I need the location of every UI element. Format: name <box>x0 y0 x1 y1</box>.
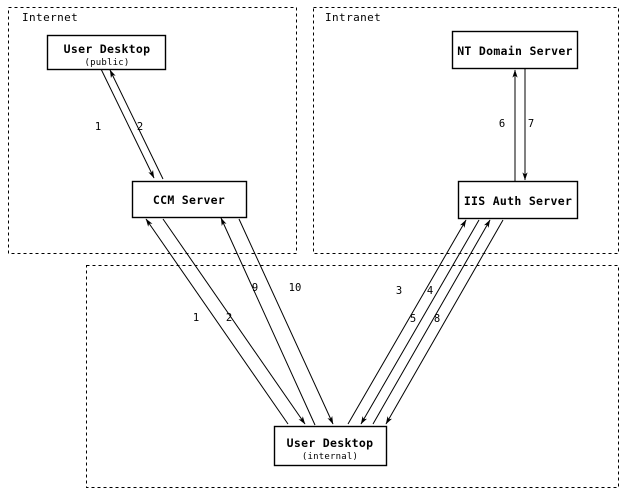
zone-intranet-boundary <box>313 7 619 254</box>
flow-line-2-internal <box>162 218 306 425</box>
flow-line-2-public <box>109 69 164 180</box>
step-label-3: 3 <box>396 285 402 297</box>
flow-line-3 <box>347 219 467 425</box>
node-label-iis-auth-server: IIS Auth Server <box>464 194 572 208</box>
flow-line-4 <box>360 219 480 425</box>
node-user-desktop-internal[interactable] <box>273 425 388 467</box>
flow-line-1-public <box>100 68 155 179</box>
node-ccm-server[interactable] <box>131 180 248 219</box>
step-label-2-internal: 2 <box>226 312 232 324</box>
node-iis-auth-server[interactable] <box>457 180 579 220</box>
node-label-user-desktop-internal: User Desktop <box>287 436 374 450</box>
step-label-8: 8 <box>434 313 440 325</box>
zone-internet-boundary <box>8 7 297 254</box>
zone-label-intranet: Intranet <box>325 11 381 24</box>
flow-line-8 <box>385 219 504 425</box>
step-label-5: 5 <box>410 313 416 325</box>
flow-line-9 <box>220 217 316 426</box>
zone-label-internet: Internet <box>22 11 78 24</box>
step-label-6: 6 <box>499 118 505 130</box>
zone-internal-boundary <box>86 265 619 488</box>
node-label-nt-domain-server: NT Domain Server <box>457 44 573 58</box>
flow-line-10 <box>238 218 334 425</box>
flow-line-1-internal <box>145 218 289 425</box>
step-label-1-public: 1 <box>95 121 101 133</box>
step-label-10: 10 <box>289 282 302 294</box>
node-label-user-desktop-public: User Desktop <box>64 42 151 56</box>
step-label-9: 9 <box>252 282 258 294</box>
step-label-4: 4 <box>427 285 433 297</box>
node-nt-domain-server[interactable] <box>451 30 579 70</box>
node-label-ccm-server: CCM Server <box>153 193 225 207</box>
step-label-1-internal: 1 <box>193 312 199 324</box>
node-sublabel-user-desktop-public: (public) <box>85 58 130 68</box>
node-sublabel-user-desktop-internal: (internal) <box>302 452 358 462</box>
step-label-7: 7 <box>528 118 534 130</box>
step-label-2-public: 2 <box>137 121 143 133</box>
node-user-desktop-public[interactable] <box>46 34 167 71</box>
flow-line-5 <box>372 219 491 425</box>
